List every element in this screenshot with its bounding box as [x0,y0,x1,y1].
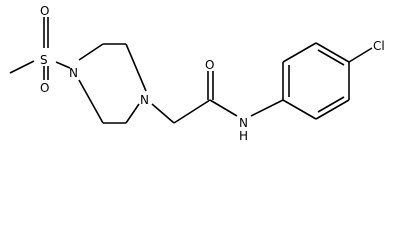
bond-ch2-co [173,99,211,124]
bond-n1-c-a [78,43,104,61]
atom-cl-label: Cl [373,39,385,53]
bond-ar-inner-2 [317,49,345,66]
bond-c-b-n2 [125,43,147,92]
atom-n-ring-label: N [140,93,149,107]
bond-n2-c-c [125,103,140,124]
bond-ar-3 [315,42,350,63]
bond-c-d-n1 [78,79,104,124]
bond-ar-5 [315,99,350,120]
molecule-structure: S O O N N O N H Cl [9,4,385,143]
atom-h-amide-label: H [239,129,248,143]
bond-ar-inner-3 [317,96,345,113]
bond-ar-2 [282,42,317,63]
bond-methyl-s [9,60,35,74]
atom-n-amide-label: N [239,116,248,130]
bond-nh-ring [250,99,284,117]
bond-ring-cl [348,47,373,63]
atom-s-label: S [40,53,48,67]
atom-n-sulfonyl-label: N [69,66,78,80]
bond-s-n1 [55,61,71,69]
atom-o-bottom-label: O [40,81,49,95]
atom-o-top-label: O [40,4,49,18]
atom-o-carbonyl-label: O [205,58,214,72]
structure-canvas: S O O N N O N H Cl [9,4,385,143]
bond-co-nh [209,99,238,117]
bond-n2-ch2 [151,103,175,124]
bond-ar-6 [282,99,317,120]
